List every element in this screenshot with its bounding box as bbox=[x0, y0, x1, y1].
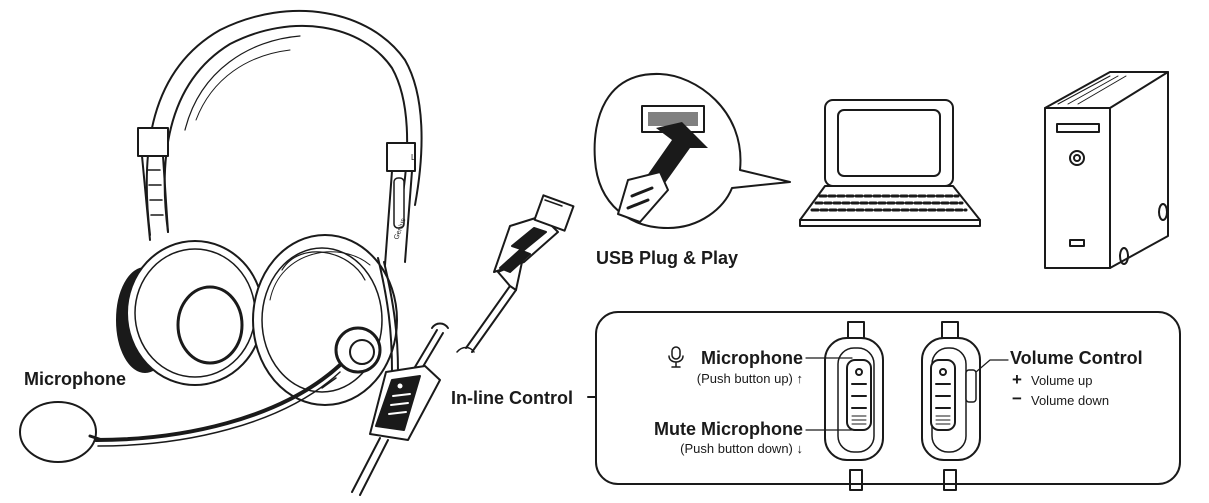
usb-port-callout bbox=[593, 72, 791, 229]
microphone-control-label: Microphone bbox=[701, 348, 803, 368]
microphone-icon bbox=[668, 346, 684, 368]
side-mark-label: L bbox=[411, 153, 416, 162]
headset-illustration: L Genius bbox=[19, 10, 423, 463]
controls-panel bbox=[587, 311, 1181, 491]
volume-down-symbol: − bbox=[1012, 389, 1022, 408]
desktop-tower-illustration bbox=[1044, 71, 1169, 269]
inline-control-label: In-line Control bbox=[451, 388, 573, 408]
microphone-control-hint: (Push button up) ↑ bbox=[696, 371, 803, 386]
usb-plug-play-label: USB Plug & Play bbox=[596, 248, 739, 268]
mute-microphone-label: Mute Microphone bbox=[654, 419, 803, 439]
microphone-label: Microphone bbox=[24, 369, 126, 389]
volume-down-label: Volume down bbox=[1031, 393, 1110, 408]
usb-plug-illustration bbox=[493, 194, 575, 291]
volume-control-label: Volume Control bbox=[1010, 348, 1143, 368]
volume-up-label: Volume up bbox=[1031, 373, 1093, 388]
inline-control-illustration bbox=[351, 285, 517, 496]
volume-up-symbol: + bbox=[1012, 370, 1022, 389]
mute-microphone-hint: (Push button down) ↓ bbox=[680, 441, 803, 456]
laptop-illustration bbox=[799, 99, 981, 227]
